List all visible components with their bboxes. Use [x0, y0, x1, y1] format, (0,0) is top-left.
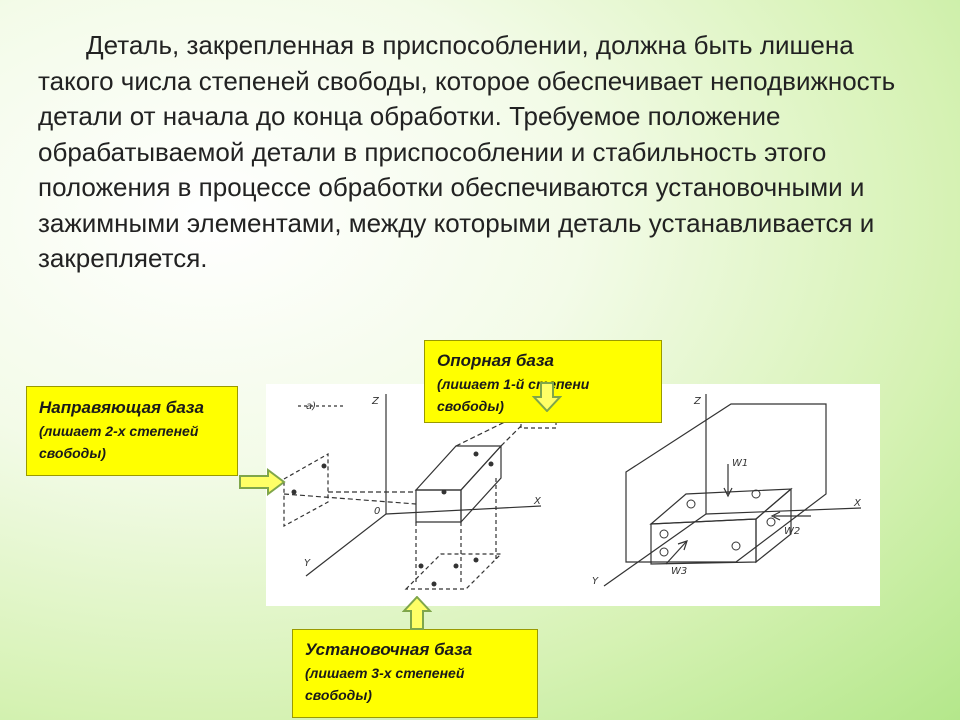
- main-paragraph: Деталь, закрепленная в приспособлении, д…: [38, 30, 896, 273]
- right-arrow-icon: [239, 468, 286, 496]
- right-box-side: [755, 487, 792, 564]
- label-w2: W2: [784, 526, 800, 537]
- label-right-y: Y: [592, 576, 599, 587]
- mount-base-title: Установочная база: [305, 640, 473, 659]
- guide-plane: [283, 452, 329, 528]
- support-base-title: Опорная база: [437, 351, 554, 370]
- label-w3: W3: [671, 566, 687, 577]
- mount-base-callout: Установочная база (лишает 3-х степеней с…: [292, 629, 538, 718]
- label-origin: 0: [374, 506, 380, 517]
- label-left-z: Z: [371, 396, 380, 407]
- mount-base-note: (лишает 3-х степеней свободы): [305, 665, 465, 703]
- label-right-x: X: [853, 498, 862, 509]
- right-y-axis: [603, 513, 707, 587]
- down-arrow-icon: [532, 382, 562, 412]
- label-right-z: Z: [693, 396, 702, 407]
- left-x-axis: [385, 505, 542, 515]
- up-arrow-icon: [402, 596, 432, 630]
- box-front: [415, 489, 462, 523]
- fixture-diagram-svg: а) Z X Y 0 Z X Y W1 W2 W3: [283, 394, 862, 590]
- mount-plane: [404, 553, 503, 590]
- right-back-plane: [625, 403, 827, 563]
- box-side: [460, 444, 502, 524]
- label-left-y: Y: [304, 558, 311, 569]
- label-fig-a: а): [306, 401, 316, 412]
- support-base-callout: Опорная база (лишает 1-й степени свободы…: [424, 340, 662, 423]
- left-y-axis: [305, 513, 387, 577]
- guide-base-callout: Направяющая база (лишает 2-х степеней св…: [26, 386, 238, 476]
- guide-base-title: Направяющая база: [39, 398, 204, 417]
- right-x-axis: [705, 507, 862, 515]
- label-w1: W1: [732, 458, 748, 469]
- guide-base-note: (лишает 2-х степеней свободы): [39, 423, 199, 461]
- label-left-x: X: [533, 496, 542, 507]
- box-top: [414, 445, 503, 491]
